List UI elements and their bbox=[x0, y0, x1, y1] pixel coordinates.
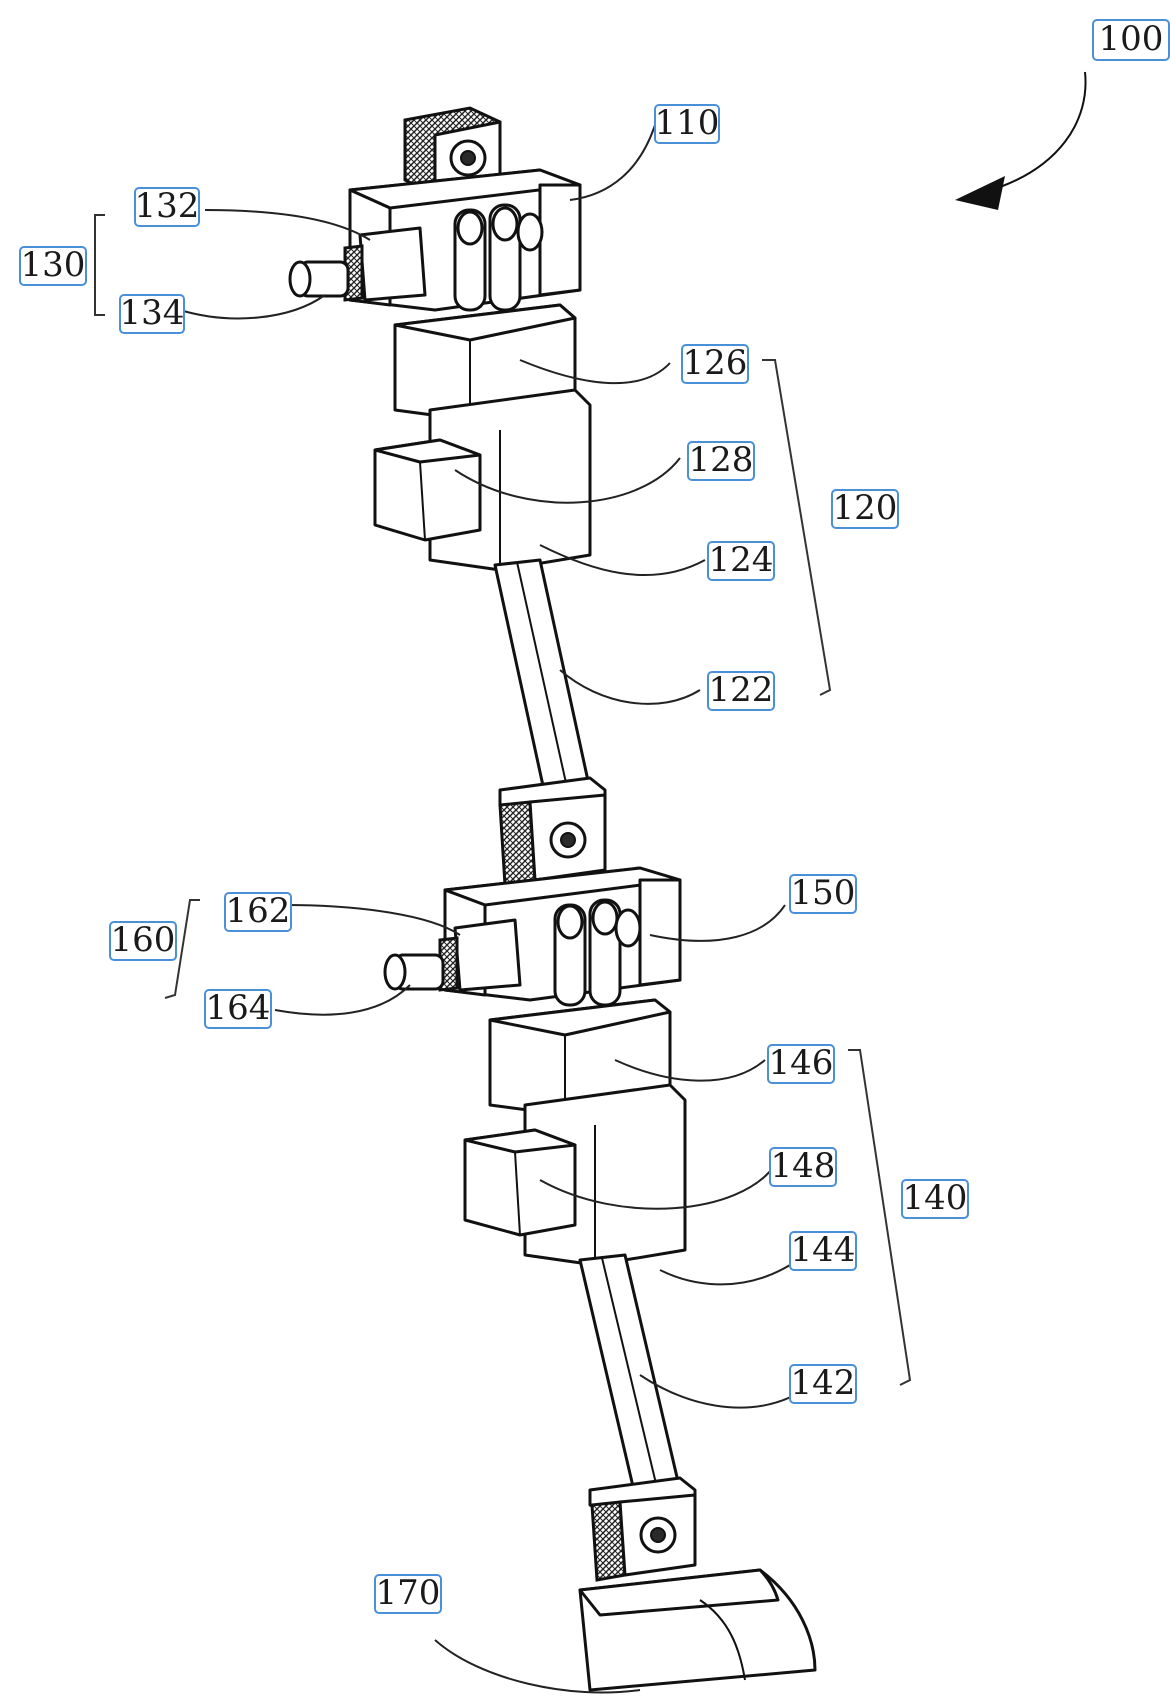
label-126: 126 bbox=[681, 343, 749, 384]
label-162: 162 bbox=[224, 891, 292, 932]
svg-text:140: 140 bbox=[903, 1178, 968, 1218]
svg-text:162: 162 bbox=[226, 891, 291, 931]
label-150: 150 bbox=[789, 873, 857, 914]
svg-text:170: 170 bbox=[376, 1573, 441, 1613]
label-128: 128 bbox=[687, 440, 755, 481]
svg-text:144: 144 bbox=[791, 1230, 856, 1270]
svg-text:148: 148 bbox=[771, 1146, 836, 1186]
leader-lines bbox=[179, 124, 796, 1694]
reference-labels: 100 110 132 130 134 126 128 120 bbox=[19, 19, 1170, 1614]
label-130: 130 bbox=[19, 245, 87, 286]
svg-text:100: 100 bbox=[1099, 19, 1164, 59]
label-144: 144 bbox=[789, 1230, 857, 1271]
svg-text:128: 128 bbox=[689, 440, 754, 480]
knee-joint bbox=[383, 776, 682, 1007]
svg-text:126: 126 bbox=[683, 343, 748, 383]
label-132: 132 bbox=[134, 186, 200, 227]
label-124: 124 bbox=[707, 540, 775, 581]
svg-text:132: 132 bbox=[135, 186, 200, 226]
svg-text:130: 130 bbox=[21, 245, 86, 285]
group-brackets bbox=[94, 214, 912, 1386]
svg-text:146: 146 bbox=[769, 1043, 834, 1083]
svg-text:124: 124 bbox=[709, 540, 774, 580]
svg-text:122: 122 bbox=[709, 670, 774, 710]
upper-leg-segment bbox=[373, 303, 592, 797]
label-110: 110 bbox=[654, 103, 720, 144]
label-140: 140 bbox=[901, 1178, 969, 1219]
svg-text:150: 150 bbox=[791, 873, 856, 913]
label-142: 142 bbox=[789, 1363, 857, 1404]
svg-text:110: 110 bbox=[655, 103, 720, 143]
label-160: 160 bbox=[109, 920, 177, 961]
label-146: 146 bbox=[767, 1043, 835, 1084]
svg-text:160: 160 bbox=[111, 920, 176, 960]
label-134: 134 bbox=[119, 293, 185, 334]
label-148: 148 bbox=[769, 1146, 837, 1187]
svg-text:142: 142 bbox=[791, 1363, 856, 1403]
assembly-arrow bbox=[955, 71, 1087, 210]
label-120: 120 bbox=[831, 488, 899, 529]
label-164: 164 bbox=[204, 988, 272, 1029]
label-122: 122 bbox=[707, 670, 775, 711]
label-100: 100 bbox=[1092, 19, 1170, 61]
svg-text:134: 134 bbox=[120, 293, 185, 333]
top-hip-joint bbox=[288, 106, 582, 312]
svg-text:164: 164 bbox=[206, 988, 271, 1028]
foot-assembly bbox=[578, 1476, 817, 1692]
label-170: 170 bbox=[374, 1573, 442, 1614]
svg-text:120: 120 bbox=[833, 488, 898, 528]
